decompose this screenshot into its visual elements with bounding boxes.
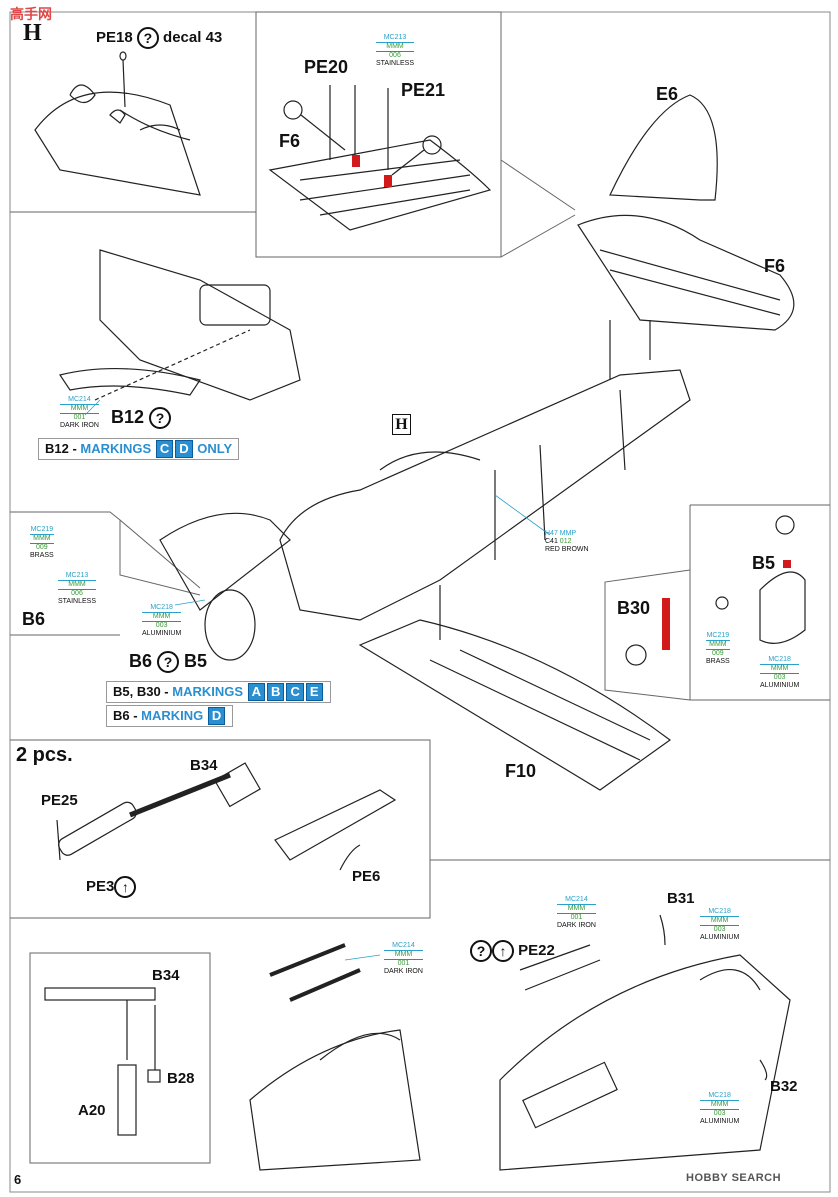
- pe22-label: ?↑ PE22: [470, 940, 555, 962]
- marking-d: D: [175, 440, 193, 458]
- f10-label: F10: [505, 761, 537, 781]
- pe18-label: PE18 ? decal 43: [96, 27, 222, 49]
- pe3-label: PE3↑: [86, 876, 137, 898]
- marking-b: B: [267, 683, 285, 701]
- corner-h-logo: H: [23, 20, 42, 46]
- optional-icon: ?: [157, 651, 180, 674]
- b34-label: B34: [190, 757, 218, 774]
- b5-label-right: B5: [752, 553, 776, 573]
- f6-label-tail: F6: [764, 256, 786, 276]
- marking-d: D: [207, 707, 226, 725]
- marking-a: A: [247, 683, 266, 701]
- optional-icon: ?: [136, 27, 159, 49]
- pe18-part: PE18: [96, 28, 133, 46]
- gun-detail-frame: [29, 952, 211, 1164]
- a20-label: A20: [78, 1102, 106, 1119]
- marking-c: C: [286, 683, 304, 701]
- marking-e: E: [305, 683, 323, 701]
- pe21-label: PE21: [401, 80, 446, 100]
- pe20-frame: [255, 11, 502, 258]
- hobby-search-watermark: HOBBY SEARCH: [686, 1172, 782, 1184]
- mount-sketch: [249, 943, 421, 1171]
- watermark-logo: 高手网 H: [10, 4, 74, 46]
- bend-icon: ↑: [492, 940, 514, 962]
- b31-label: B31: [667, 890, 695, 907]
- guns-sketch: [56, 762, 397, 871]
- b6-b5-label: B6 ? B5: [129, 651, 207, 674]
- tail-sketch: [577, 94, 795, 380]
- e6-label: E6: [656, 84, 679, 104]
- b12-label: B12 ?: [111, 407, 172, 430]
- b34-detail-label: B34: [152, 967, 180, 984]
- engine-sketch: [59, 249, 301, 401]
- fuselage-sketch: [159, 369, 691, 791]
- f6-label-top: F6: [279, 131, 301, 151]
- paint-red-brown: H47 MMP C41 012 RED BROWN: [545, 530, 589, 553]
- cockpit-sketch: [499, 914, 791, 1171]
- optional-icon: ?: [149, 407, 172, 430]
- marking-c: C: [155, 440, 174, 458]
- markings-bar-b6: B6 - MARKING D: [106, 705, 234, 727]
- pe25-label: PE25: [41, 792, 78, 809]
- b28-label: B28: [167, 1070, 195, 1087]
- two-pieces-label: 2 pcs.: [16, 744, 73, 766]
- page-number: 6: [14, 1172, 22, 1187]
- pe20-sketch: [268, 85, 492, 231]
- pe18-sketch: [34, 51, 201, 196]
- pe6-label: PE6: [352, 868, 381, 885]
- b30-part: [662, 598, 670, 650]
- optional-icon: ?: [470, 940, 492, 962]
- b6-label: B6: [22, 609, 46, 629]
- gun-detail-sketch: [44, 987, 161, 1136]
- watermark-text: 高手网: [10, 6, 52, 22]
- b30-label: B30: [617, 598, 651, 618]
- bend-icon: ↑: [114, 876, 137, 898]
- pe18-note: decal 43: [163, 28, 223, 46]
- h-reference-box: H: [392, 414, 411, 435]
- b32-label: B32: [770, 1078, 798, 1095]
- right-cowl-sketch: [625, 515, 806, 666]
- pe20-label: PE20: [304, 57, 349, 77]
